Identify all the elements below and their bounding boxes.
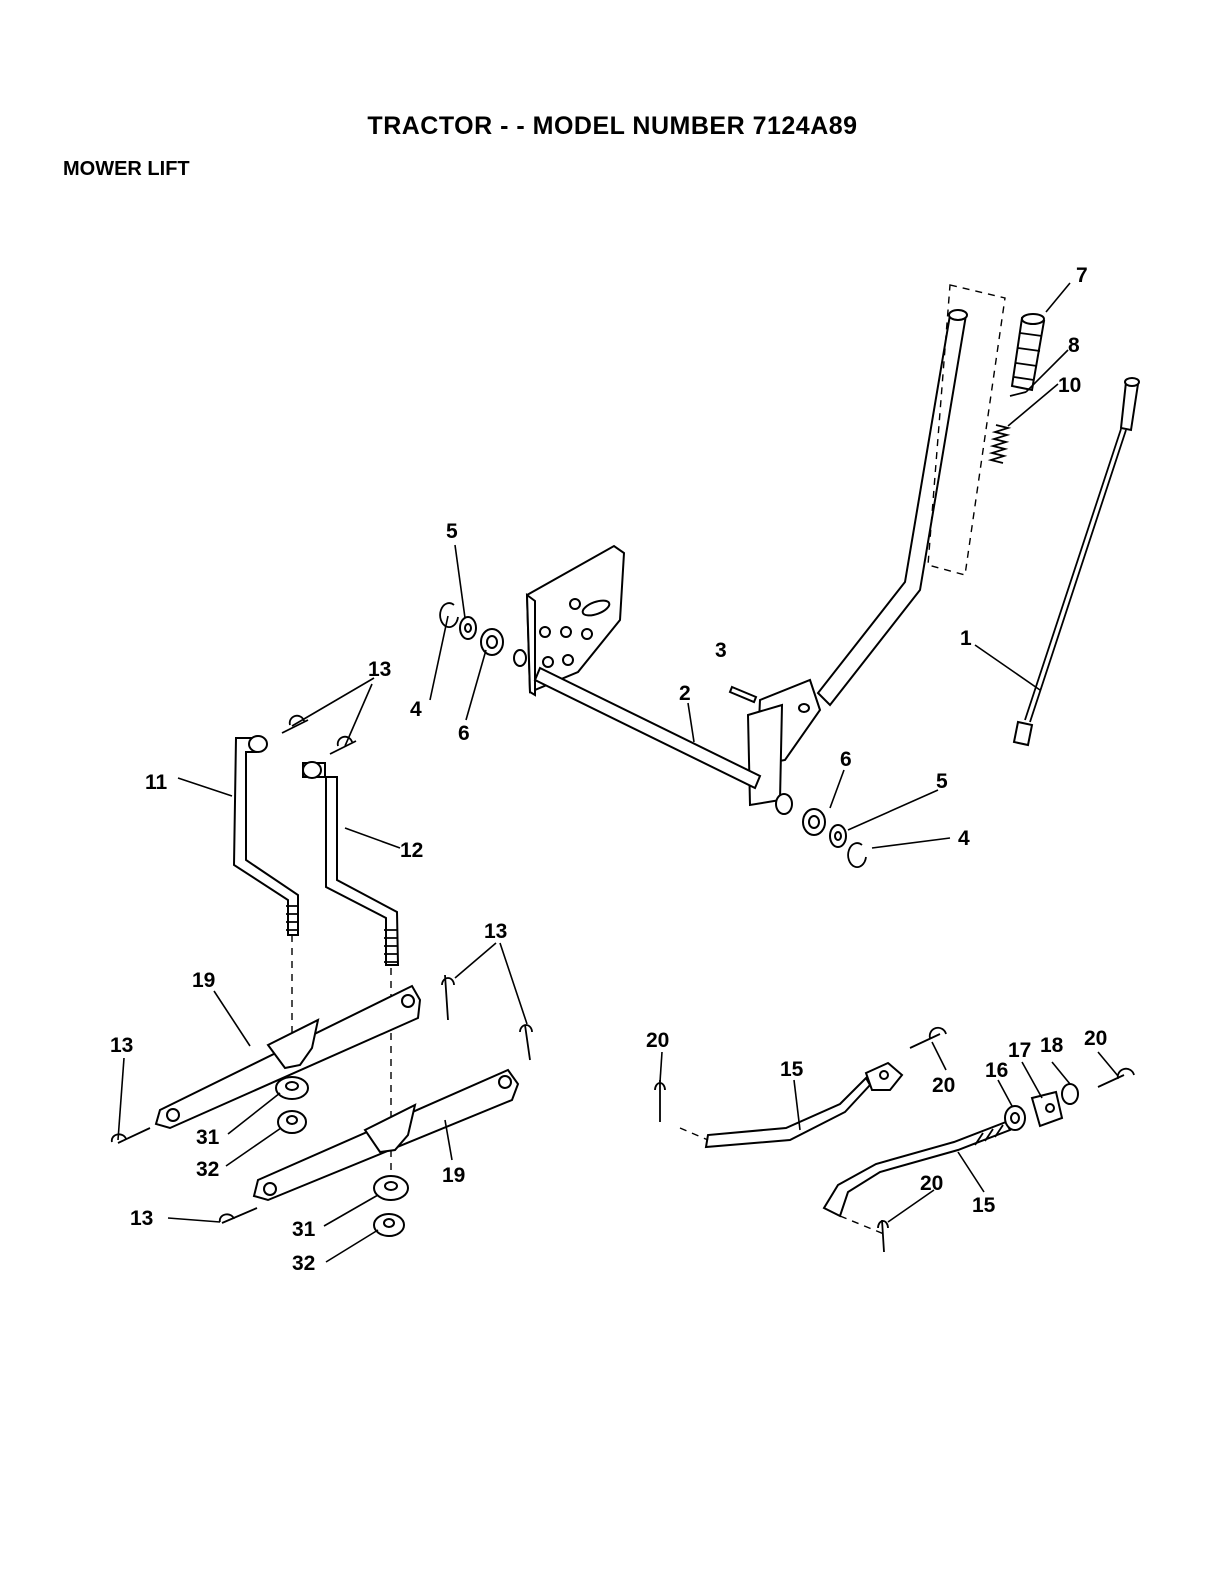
leader-lines bbox=[118, 283, 1118, 1262]
callout-4-left: 4 bbox=[410, 698, 422, 721]
callout-11: 11 bbox=[145, 771, 168, 794]
retaining-ring-left bbox=[440, 603, 458, 627]
spacer-front bbox=[276, 1077, 308, 1099]
nut-front bbox=[278, 1111, 306, 1133]
callout-4-right: 4 bbox=[958, 827, 970, 850]
nut-rear bbox=[374, 1214, 404, 1236]
callout-13-mid: 13 bbox=[484, 920, 507, 943]
callout-13-bottom: 13 bbox=[130, 1207, 153, 1230]
rod-guide-lower bbox=[840, 1216, 884, 1234]
roll-pin bbox=[1010, 392, 1026, 396]
callout-3: 3 bbox=[715, 639, 727, 662]
washer-right bbox=[830, 825, 846, 847]
trunnion-nut bbox=[1062, 1084, 1078, 1104]
bushing-left bbox=[481, 629, 503, 655]
retaining-ring-right bbox=[848, 843, 866, 867]
callout-5-left: 5 bbox=[446, 520, 458, 543]
callout-31-upper: 31 bbox=[196, 1126, 220, 1149]
lift-link-left bbox=[234, 736, 298, 935]
callout-20-left: 20 bbox=[646, 1029, 669, 1052]
callout-13-top: 13 bbox=[368, 658, 391, 681]
callout-18: 18 bbox=[1040, 1034, 1064, 1057]
hairpin-clips bbox=[112, 716, 532, 1223]
callout-6-right: 6 bbox=[840, 748, 852, 771]
trunnion-block bbox=[1032, 1092, 1062, 1126]
callout-20-lower: 20 bbox=[920, 1172, 943, 1195]
callout-31-lower: 31 bbox=[292, 1218, 316, 1241]
compression-spring bbox=[991, 425, 1008, 463]
bushing-right bbox=[803, 809, 825, 835]
clevis-pin bbox=[730, 687, 756, 702]
callout-10: 10 bbox=[1058, 374, 1081, 397]
callout-32-lower: 32 bbox=[292, 1252, 315, 1275]
lift-arm-front bbox=[156, 986, 420, 1128]
callout-19-upper: 19 bbox=[192, 969, 215, 992]
callout-8: 8 bbox=[1068, 334, 1080, 357]
callout-19-lower: 19 bbox=[442, 1164, 465, 1187]
callout-20-mid: 20 bbox=[932, 1074, 955, 1097]
callout-32-upper: 32 bbox=[196, 1158, 219, 1181]
callout-2: 2 bbox=[679, 682, 691, 705]
callout-5-right: 5 bbox=[936, 770, 948, 793]
callout-15-lower: 15 bbox=[972, 1194, 996, 1217]
rod-guide-upper bbox=[680, 1128, 708, 1140]
callout-15-upper: 15 bbox=[780, 1058, 804, 1081]
lift-handle bbox=[748, 310, 967, 805]
adjustment-rod-upper bbox=[706, 1063, 902, 1147]
washer-left bbox=[460, 617, 476, 639]
callout-13-left: 13 bbox=[110, 1034, 133, 1057]
callout-1: 1 bbox=[960, 627, 972, 650]
adjust-nut bbox=[1005, 1106, 1025, 1130]
spacer-rear bbox=[374, 1176, 408, 1200]
lift-link-right bbox=[303, 762, 398, 965]
callout-20-right: 20 bbox=[1084, 1027, 1107, 1050]
callout-16: 16 bbox=[985, 1059, 1008, 1082]
callout-12: 12 bbox=[400, 839, 423, 862]
callout-7: 7 bbox=[1076, 264, 1088, 287]
callout-17: 17 bbox=[1008, 1039, 1031, 1062]
callout-6-left: 6 bbox=[458, 722, 470, 745]
push-rod bbox=[1014, 378, 1139, 745]
